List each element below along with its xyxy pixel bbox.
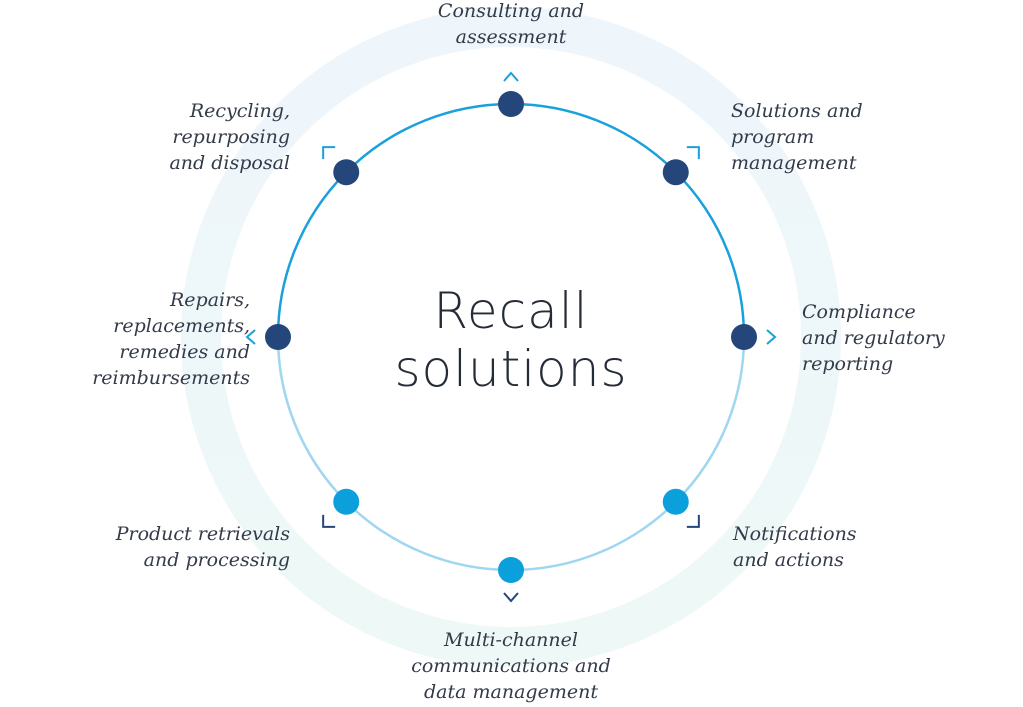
step-node-compliance <box>731 324 757 350</box>
step-label-repairs: Repairs, replacements, remedies and reim… <box>92 289 250 389</box>
step-node-consulting <box>498 91 524 117</box>
chevron-corner-bottom-left-icon <box>322 514 336 528</box>
step-node-solutions <box>662 159 689 186</box>
chevron-right-icon <box>766 329 777 345</box>
step-label-multichannel: Multi-channel communications and data ma… <box>411 629 611 703</box>
step-node-product-retrievals <box>333 488 360 515</box>
step-node-notifications <box>662 488 689 515</box>
step-node-repairs <box>265 324 291 350</box>
step-label-recycling: Recycling, repurposing and disposal <box>169 100 290 174</box>
chevron-up-icon <box>503 71 519 82</box>
chevron-corner-bottom-right-icon <box>686 514 700 528</box>
chevron-corner-top-left-icon <box>322 146 336 160</box>
step-label-notifications: Notifications and actions <box>733 523 857 571</box>
outer-ring <box>181 7 841 667</box>
step-label-solutions: Solutions and program management <box>731 100 863 174</box>
chevron-down-icon <box>503 592 519 603</box>
step-node-multichannel <box>498 557 524 583</box>
step-label-consulting: Consulting and assessment <box>437 0 585 48</box>
step-label-product-retrievals: Product retrievals and processing <box>115 523 290 571</box>
chevron-left-icon <box>245 329 256 345</box>
chevron-corner-top-right-icon <box>686 146 700 160</box>
center-title: Recall solutions <box>394 282 628 398</box>
step-label-compliance: Compliance and regulatory reporting <box>802 301 945 375</box>
step-node-recycling <box>333 159 360 186</box>
